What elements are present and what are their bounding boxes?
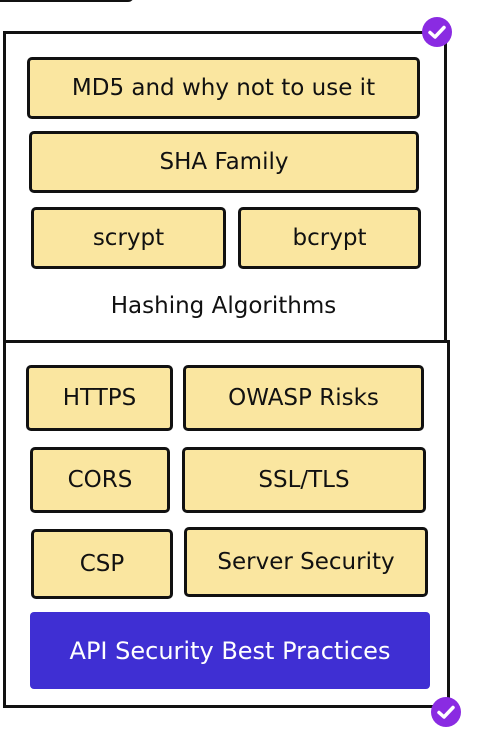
topic-owasp-risks[interactable]: OWASP Risks: [183, 365, 424, 431]
topic-scrypt[interactable]: scrypt: [31, 207, 226, 269]
topic-bcrypt[interactable]: bcrypt: [238, 207, 421, 269]
topic-https[interactable]: HTTPS: [26, 365, 173, 431]
topic-csp[interactable]: CSP: [31, 529, 173, 599]
hashing-group-label: Hashing Algorithms: [110, 293, 337, 319]
top-tab-fragment: [0, 0, 134, 2]
topic-sha-family[interactable]: SHA Family: [29, 131, 419, 193]
check-circle-icon: [422, 17, 452, 47]
api-security-best-practices-button[interactable]: API Security Best Practices: [30, 612, 430, 689]
check-circle-icon: [431, 697, 461, 727]
topic-server-security[interactable]: Server Security: [184, 527, 428, 597]
topic-md5[interactable]: MD5 and why not to use it: [27, 57, 420, 119]
topic-cors[interactable]: CORS: [30, 447, 170, 513]
topic-ssl-tls[interactable]: SSL/TLS: [182, 447, 426, 513]
